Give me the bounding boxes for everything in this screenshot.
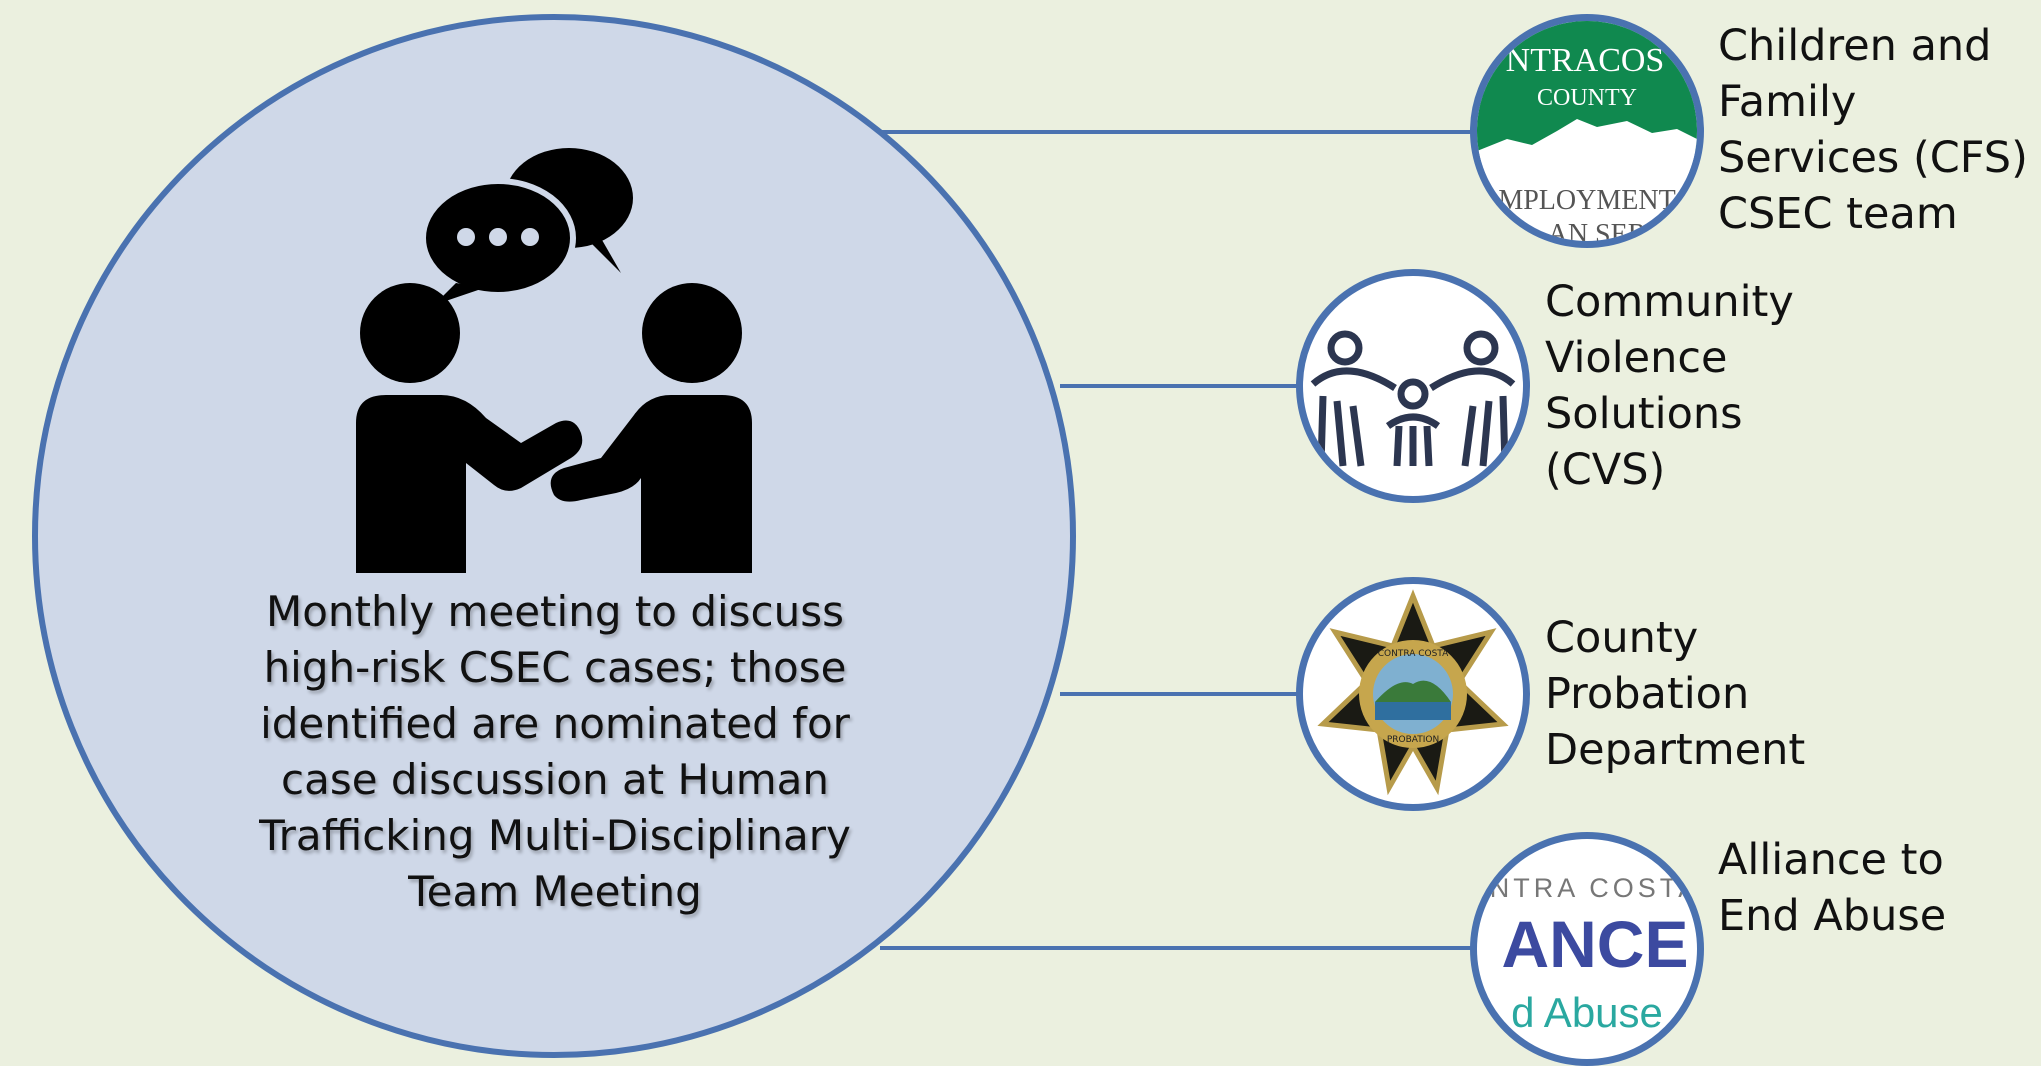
cvs-label-line: Violence (1545, 333, 1728, 383)
probation-badge-logo: CONTRA COSTA PROBATION (1296, 577, 1530, 811)
cfs-label-line: Family (1718, 77, 1857, 127)
probation-badge-text-bottom: PROBATION (1387, 735, 1439, 745)
cvs-logo (1296, 269, 1530, 503)
alliance-label-line: Alliance to (1718, 835, 1944, 885)
cvs-label-line: Solutions (1545, 389, 1743, 439)
probation-label-line: Probation (1545, 669, 1750, 719)
cvs-label: Community Violence Solutions (CVS) (1545, 274, 1794, 498)
cfs-label-line: CSEC team (1718, 189, 1958, 239)
alliance-logo: NTRA COSTA ANCE d Abuse (1470, 832, 1704, 1066)
alliance-label-line: End Abuse (1718, 891, 1947, 941)
cvs-label-line: (CVS) (1545, 445, 1666, 495)
cfs-logo: NTRACOS COUNTY MPLOYMENT AN SER (1470, 14, 1704, 248)
meeting-icon (316, 133, 802, 573)
cfs-logo-text-top: NTRACOS (1506, 42, 1665, 79)
alliance-logo-text-main: ANCE (1501, 907, 1688, 981)
cfs-logo-text-services: AN SER (1548, 219, 1647, 241)
cfs-label-line: Children and (1718, 21, 1992, 71)
meeting-description: Monthly meeting to discuss high-risk CSE… (259, 587, 851, 916)
alliance-label: Alliance to End Abuse (1718, 832, 1946, 944)
probation-badge-text-top: CONTRA COSTA (1378, 649, 1449, 659)
cvs-label-line: Community (1545, 277, 1794, 327)
alliance-logo-text-bottom: d Abuse (1511, 989, 1663, 1036)
probation-label-line: Department (1545, 725, 1806, 775)
cfs-logo-text-county: COUNTY (1537, 85, 1637, 111)
cfs-label-line: Services (CFS) (1718, 133, 2028, 183)
probation-label-line: County (1545, 613, 1699, 663)
probation-label: County Probation Department (1545, 610, 1805, 778)
cfs-label: Children and Family Services (CFS) CSEC … (1718, 18, 2028, 242)
alliance-logo-text-top: NTRA COSTA (1490, 873, 1697, 903)
cfs-logo-text-employment: MPLOYMENT (1498, 185, 1675, 216)
